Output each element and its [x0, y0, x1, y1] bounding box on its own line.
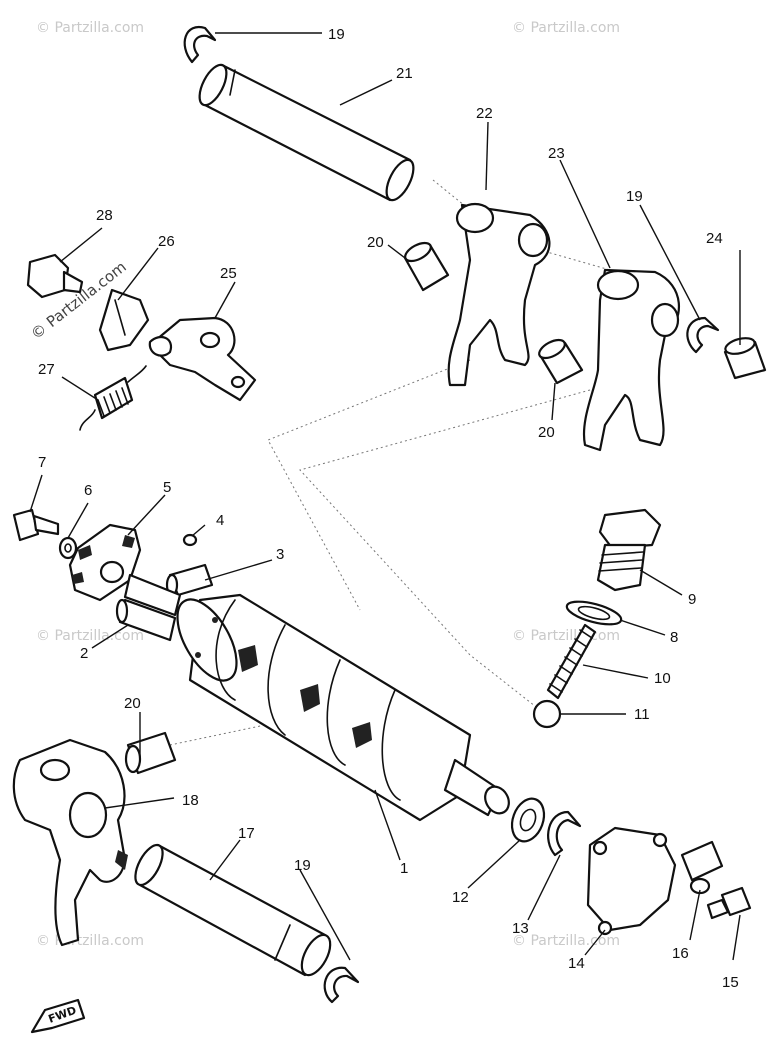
callout-19-right: 19	[626, 188, 643, 205]
leader-lines	[29, 32, 741, 961]
callout-4: 4	[216, 512, 224, 529]
watermark-text: © Partzilla.com	[36, 628, 144, 644]
bolt-15	[706, 886, 752, 920]
callout-27: 28	[96, 207, 113, 224]
callout-22: 22	[476, 105, 493, 122]
shift-fork-shaft-upper	[198, 63, 415, 202]
shift-fork-shaft-lower	[134, 843, 332, 977]
shift-drum	[176, 593, 510, 822]
watermark-text: © Partzilla.com	[36, 933, 144, 949]
shift-fork-18	[12, 738, 128, 947]
callout-16: 16	[672, 945, 689, 962]
watermark-text: © Partzilla.com	[512, 20, 620, 36]
callout-2: 2	[80, 645, 88, 662]
spring-10	[546, 623, 597, 700]
callout-19-lower: 19	[294, 857, 311, 874]
callout-8: 8	[670, 629, 678, 646]
callout-9: 9	[688, 591, 696, 608]
callout-5: 5	[163, 479, 171, 496]
watermark-text: © Partzilla.com	[512, 628, 620, 644]
guide-pin-middle	[538, 338, 584, 385]
stopper-bolt-27	[26, 253, 84, 299]
callout-20-upper: 20	[367, 234, 384, 251]
callout-1: 1	[400, 860, 408, 877]
stopper-plate-26	[98, 288, 150, 352]
segment-5	[68, 523, 142, 602]
pin-4	[182, 533, 198, 547]
callout-25: 25	[220, 265, 237, 282]
spring-28	[79, 365, 147, 431]
callout-23: 23	[548, 145, 565, 162]
callout-12: 12	[452, 889, 469, 906]
washer-12	[510, 797, 546, 843]
callout-13: 13	[512, 920, 529, 937]
bushing-16	[680, 840, 724, 895]
callout-11: 11	[634, 706, 650, 723]
pin-2	[115, 573, 182, 642]
callout-14: 14	[568, 955, 585, 972]
callout-19-upper: 19	[328, 26, 345, 43]
callout-17: 17	[238, 825, 255, 842]
fwd-arrow: FWD	[30, 998, 86, 1034]
callout-7: 7	[38, 454, 46, 471]
bolt-7	[12, 508, 60, 542]
stopper-lever-25	[148, 316, 257, 402]
callout-20-middle: 20	[538, 424, 555, 441]
callout-24: 24	[706, 230, 723, 247]
callout-10: 10	[654, 670, 671, 687]
circlip-lower	[323, 966, 360, 1004]
circlip-13	[547, 810, 582, 857]
callout-28: 27	[38, 361, 55, 378]
circlip-upper	[183, 25, 217, 64]
callout-15: 15	[722, 974, 739, 991]
shift-fork-22	[447, 202, 551, 387]
callout-6: 6	[84, 482, 92, 499]
gasket-8	[565, 600, 623, 626]
callout-3: 3	[276, 546, 284, 563]
callout-21: 21	[396, 65, 413, 82]
ball-11	[532, 699, 562, 729]
pin-3	[165, 563, 214, 597]
callout-26: 26	[158, 233, 175, 250]
plug-24	[723, 337, 767, 380]
guide-pin-lower	[124, 731, 177, 775]
circlip-right	[686, 316, 720, 354]
callout-labels: 19 21 22 23 19 24 20 20 28 26 25 27 7 6 …	[38, 26, 739, 991]
guide-pin-upper	[403, 241, 450, 292]
shift-fork-23	[582, 268, 680, 452]
callout-18: 18	[182, 792, 199, 809]
neutral-switch-plug-9	[596, 508, 662, 592]
callout-20-lower: 20	[124, 695, 141, 712]
cover-14	[586, 826, 677, 936]
watermark-text: © Partzilla.com	[36, 20, 144, 36]
